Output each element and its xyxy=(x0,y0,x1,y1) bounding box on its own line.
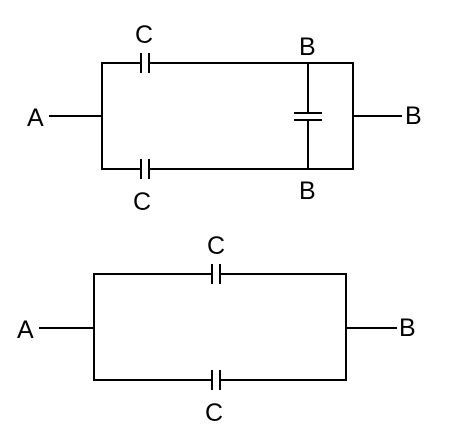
top-terminal-a-label: A xyxy=(27,104,44,132)
top-node-b-label: B xyxy=(299,33,316,61)
lower-capacitor-label: C xyxy=(205,399,223,427)
bottom-circuit: A B C C xyxy=(17,232,416,427)
top-capacitor-label: C xyxy=(135,21,153,49)
bottom-terminal-a-label: A xyxy=(17,316,34,344)
top-circuit: A B C C B B xyxy=(27,21,422,216)
bottom-capacitor-label: C xyxy=(133,188,151,216)
top-terminal-b-label: B xyxy=(405,102,422,130)
bottom-terminal-b-label: B xyxy=(399,314,416,342)
upper-capacitor-label: C xyxy=(207,232,225,260)
bottom-node-b-label: B xyxy=(299,177,316,205)
